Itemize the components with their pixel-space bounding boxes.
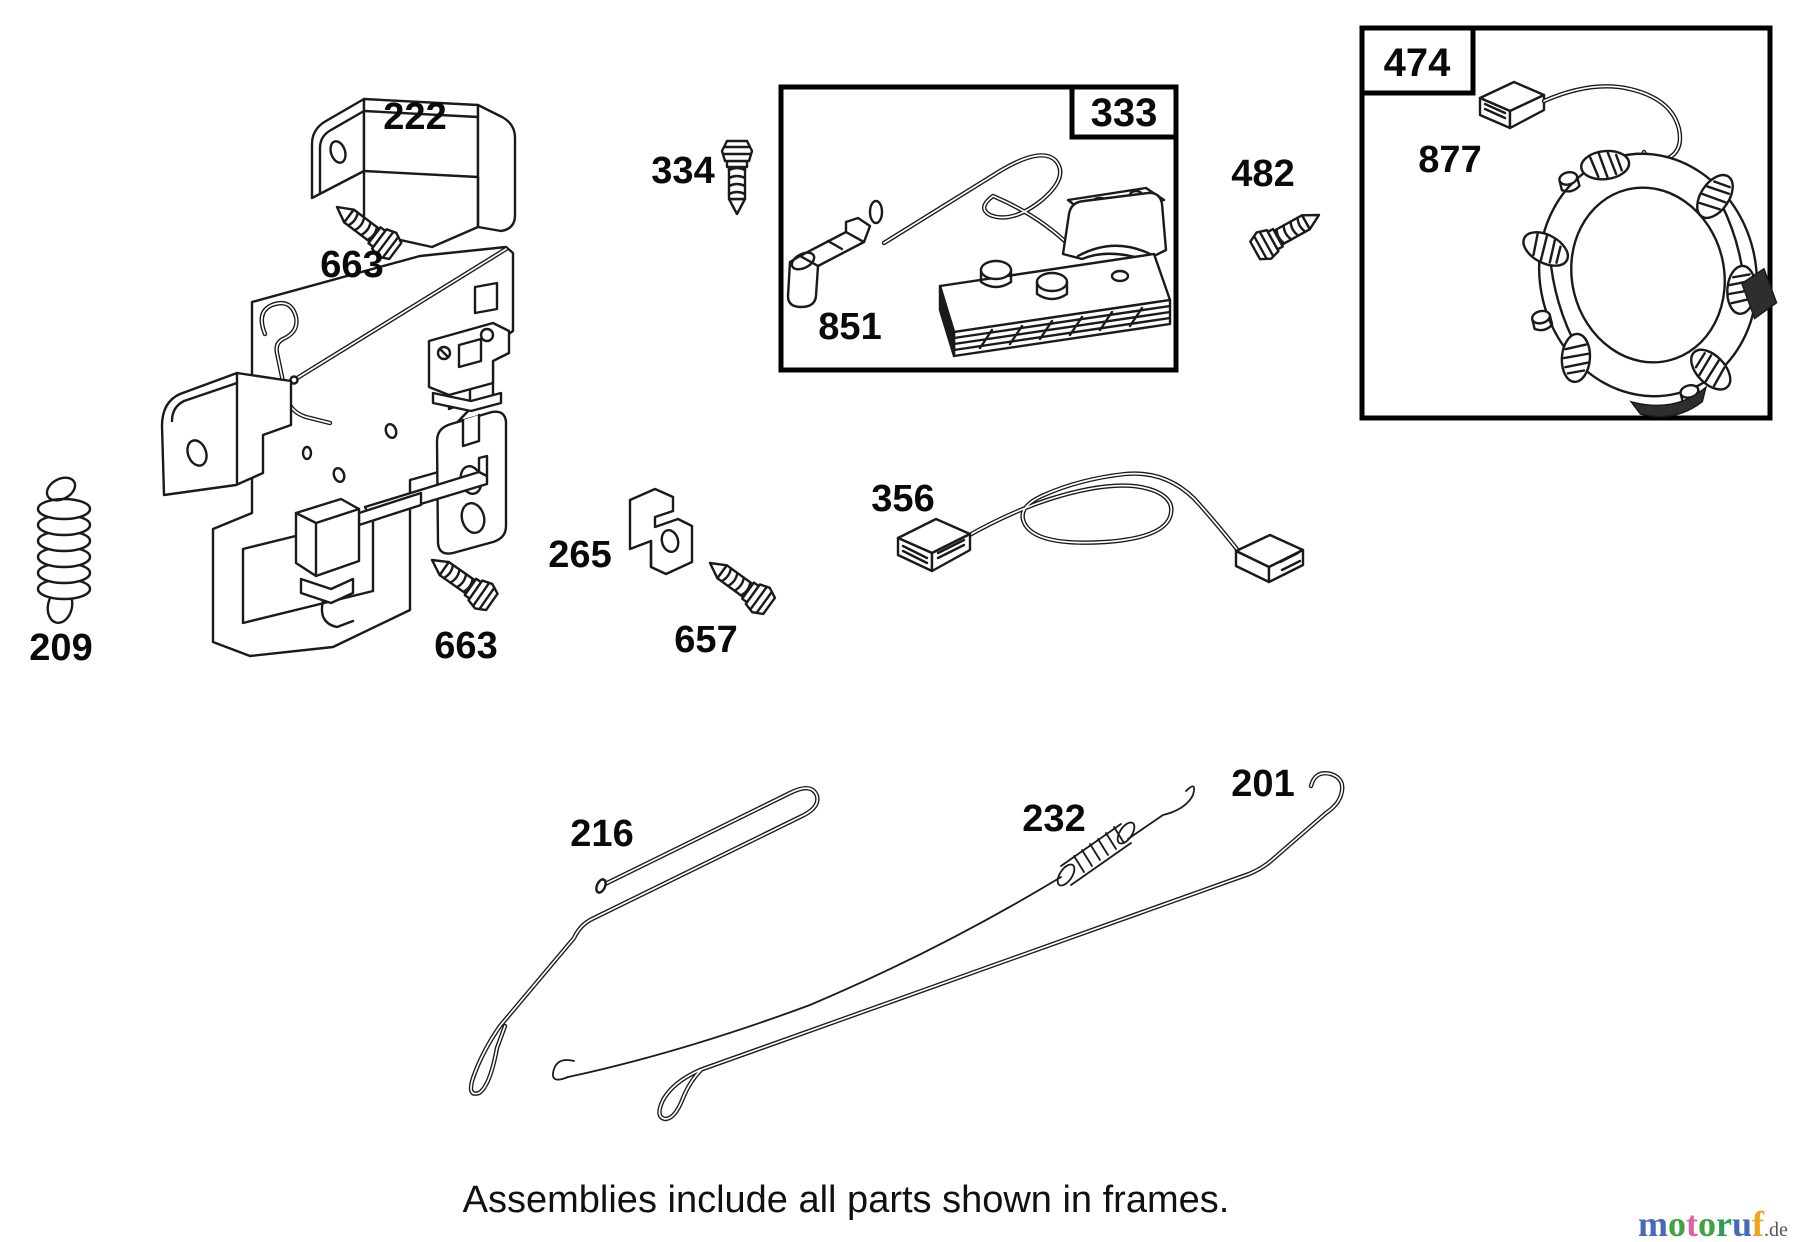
rod-201 [657,771,1345,1122]
o-ring [868,199,884,225]
logo-letter: o [1668,1204,1686,1242]
connector-877 [1478,80,1546,130]
logo-letter: m [1638,1204,1668,1242]
label-216: 216 [570,813,633,855]
label-265: 265 [548,534,611,576]
label-851: 851 [818,306,881,348]
frame-333-label-box [1069,84,1179,140]
cable-232 [552,785,1195,1081]
logo-letter: t [1686,1204,1698,1242]
label-201: 201 [1231,763,1294,805]
harness-356 [896,471,1305,584]
label-663-top: 663 [320,244,383,286]
spark-plug-boot-851 [786,216,872,309]
label-222: 222 [383,96,446,138]
label-232: 232 [1022,798,1085,840]
label-333: 333 [1091,91,1158,135]
bolt-482 [1246,200,1328,265]
clip-265 [628,487,694,576]
logo-suffix: .de [1764,1219,1788,1241]
logo-letter: o [1698,1204,1716,1242]
bolt-657 [699,549,780,620]
frame-474-label-box [1359,25,1476,96]
bolt-663-bottom [422,546,502,616]
harness-connector-left [896,517,972,573]
label-356: 356 [871,478,934,520]
logo-letter: r [1716,1204,1732,1242]
stator-ring-877 [1516,147,1778,418]
center-block [294,454,489,629]
logo-letter: u [1732,1204,1752,1242]
ignition-coil-851 [938,186,1172,358]
label-334: 334 [651,150,714,192]
label-482: 482 [1231,153,1294,195]
label-474: 474 [1384,41,1451,85]
frame-333: 333 [778,84,1179,373]
left-bracket [160,371,293,497]
spring-209 [36,476,92,625]
lever-plate [427,321,511,413]
logo-letter: f [1752,1204,1765,1242]
caption: Assemblies include all parts shown in fr… [463,1179,1230,1221]
motoruf-logo[interactable]: motoruf.de [1638,1204,1788,1242]
label-657: 657 [674,619,737,661]
plug-wire [881,153,1074,250]
frame-474: 474 [1359,25,1778,421]
label-663-bottom: 663 [434,625,497,667]
bolt-334 [720,139,754,216]
label-209: 209 [29,627,92,669]
label-877: 877 [1418,139,1481,181]
control-bracket-assembly [160,245,515,658]
harness-connector-right [1234,533,1305,584]
rod-216 [468,786,820,1096]
